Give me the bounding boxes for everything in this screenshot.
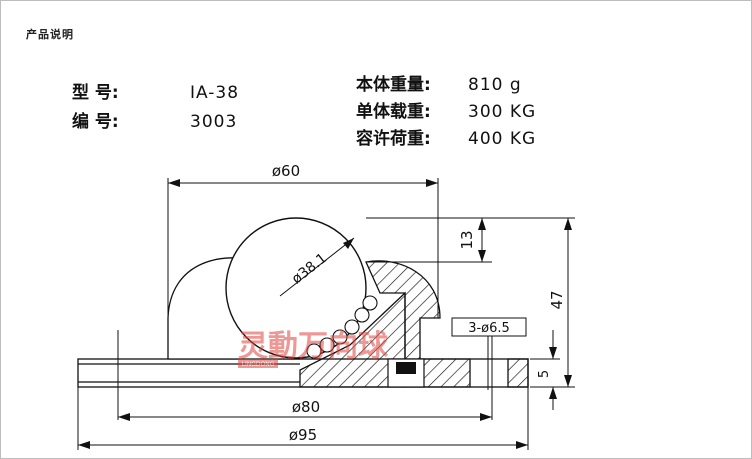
spec-weight-value: 810 g <box>468 75 522 95</box>
dim-h5: 5 <box>537 370 552 378</box>
section-title: 产品说明 <box>26 28 74 41</box>
dim-h13: 13 <box>458 230 476 249</box>
spec-allowable-load: 容许荷重: 400 KG <box>356 124 536 149</box>
spec-model-label: 型 号: <box>72 83 119 103</box>
spec-model: 型 号: IA-38 <box>72 78 239 103</box>
watermark-tag-box <box>238 359 278 368</box>
dim-d95: ø95 <box>289 426 317 444</box>
spec-unit-load: 单体载重: 300 KG <box>356 97 536 122</box>
dim-d60: ø60 <box>272 162 300 180</box>
spec-code-label: 编 号: <box>72 112 119 132</box>
spec-code: 编 号: 3003 <box>72 107 237 132</box>
spec-weight: 本体重量: 810 g <box>356 70 522 95</box>
spec-code-value: 3003 <box>190 112 238 132</box>
flange-right-section <box>507 358 529 388</box>
center-pad <box>396 362 416 374</box>
spec-allowable-load-label: 容许荷重: <box>356 129 431 149</box>
dim-h47: 47 <box>548 290 566 309</box>
spec-model-value: IA-38 <box>190 83 240 103</box>
holes-callout-box <box>451 317 527 337</box>
watermark-text: 灵動万向球 <box>238 329 389 364</box>
spec-unit-load-value: 300 KG <box>468 102 537 122</box>
support-balls <box>306 295 378 359</box>
spec-allowable-load-value: 400 KG <box>468 129 537 149</box>
watermark: 灵動万向球 LINGDONG <box>238 329 389 368</box>
watermark-tag: LINGDONG <box>242 361 275 368</box>
dim-d80: ø80 <box>292 398 320 416</box>
spec-weight-label: 本体重量: <box>356 75 431 95</box>
spec-unit-load-label: 单体载重: <box>356 102 431 122</box>
dimension-arrows <box>78 179 572 449</box>
main-ball <box>225 217 367 359</box>
dim-holes: 3-ø6.5 <box>468 321 510 336</box>
